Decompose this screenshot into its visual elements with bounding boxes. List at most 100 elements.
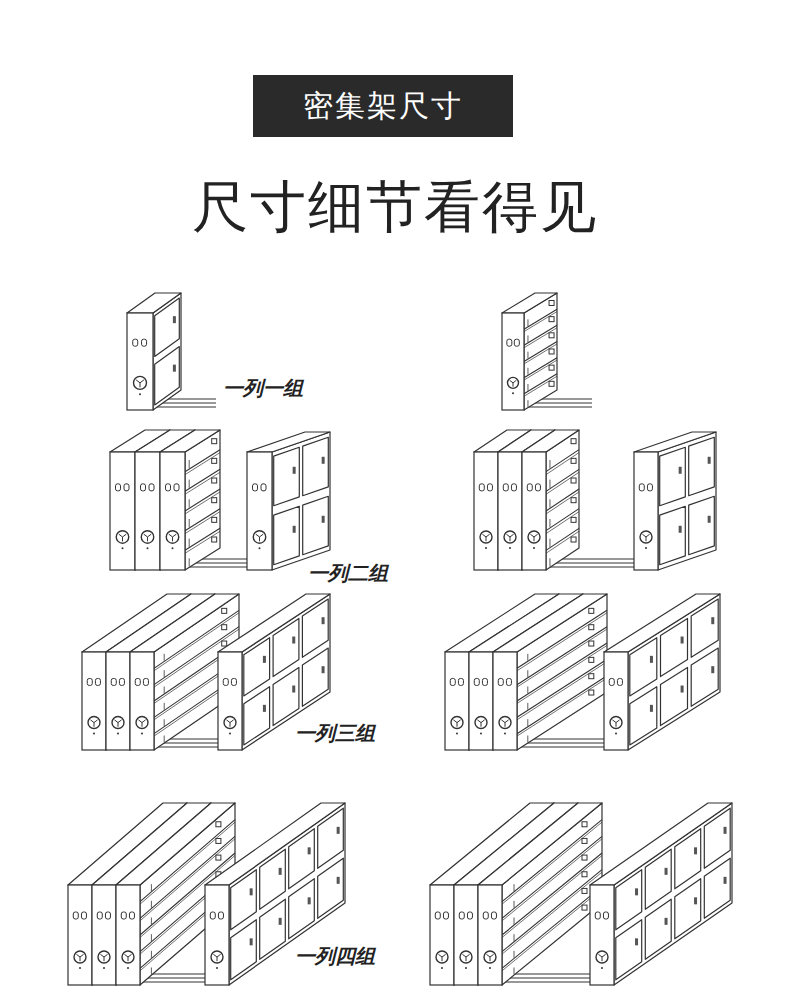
front-lock <box>467 912 472 919</box>
file-divider <box>151 901 152 908</box>
cabinet-door <box>244 638 270 696</box>
file-tag <box>549 317 554 322</box>
wheel-spoke <box>481 723 482 727</box>
file-divider <box>514 901 515 908</box>
front-lock <box>491 912 496 919</box>
wheel-spoke <box>486 534 490 537</box>
cabinet-door <box>303 437 329 495</box>
wheel-spoke <box>466 957 467 961</box>
front-lock <box>223 678 228 685</box>
door-handle <box>679 467 682 474</box>
floor-rail <box>546 562 646 563</box>
front-lock <box>81 912 86 919</box>
shelf-edge <box>517 645 607 703</box>
wheel-spoke <box>598 954 602 957</box>
wheel-spoke <box>602 957 603 961</box>
cabinet-door <box>244 687 270 745</box>
shelf-edge <box>185 472 220 494</box>
door-handle <box>711 617 714 624</box>
front-lock <box>116 484 121 491</box>
cabinet-door <box>155 298 180 356</box>
front-lock <box>483 912 488 919</box>
wheel-spoke <box>612 720 616 723</box>
wheel-spoke <box>510 537 511 541</box>
title-wrap: 尺寸细节看得见 <box>0 170 790 246</box>
cabinet-front <box>247 452 272 570</box>
hand-wheel <box>480 531 492 543</box>
cabinet-front <box>474 452 498 570</box>
door-handle <box>250 888 253 895</box>
front-lock <box>111 678 116 685</box>
door-handle <box>650 705 653 712</box>
cabinet-top <box>493 594 607 652</box>
hand-wheel <box>141 531 154 544</box>
shelf-line <box>185 509 220 531</box>
cabinet-top <box>130 594 239 652</box>
wheel-spoke <box>457 720 461 723</box>
shelf-edge <box>546 453 579 475</box>
cabinet-front <box>160 452 185 570</box>
wheel-spoke <box>128 957 129 961</box>
cabinet-top <box>502 293 557 313</box>
cabinet-front <box>205 885 229 985</box>
cabinet-door <box>318 858 344 918</box>
cabinet-front <box>68 885 92 985</box>
wheel-spoke <box>506 534 510 537</box>
cabinet-front <box>218 652 242 750</box>
shelf-line <box>502 886 602 968</box>
file-divider <box>549 519 550 527</box>
front-lock <box>143 678 148 685</box>
file-divider <box>549 499 550 507</box>
file-tag <box>571 517 576 522</box>
door-handle <box>263 705 266 712</box>
wheel-spoke <box>123 534 127 537</box>
door-handle <box>322 516 325 523</box>
cabinet-door <box>616 870 642 930</box>
shelf-edge <box>517 678 607 736</box>
front-lock <box>609 678 614 685</box>
cabinet-side <box>185 430 220 570</box>
cabinet-front <box>430 885 454 985</box>
front-lock <box>511 484 516 491</box>
shelf-line <box>546 528 579 550</box>
wheel-spoke <box>144 534 148 537</box>
front-lock <box>218 912 223 919</box>
page-title: 尺寸细节看得见 <box>192 174 598 239</box>
file-divider <box>189 499 190 507</box>
front-dot <box>117 733 119 735</box>
cabinet-top <box>116 803 235 885</box>
front-lock <box>142 339 147 346</box>
hand-wheel <box>484 951 496 963</box>
front-dot <box>103 967 105 969</box>
cabinet-door <box>660 447 686 505</box>
label-wrap: 一列三组 <box>292 720 378 747</box>
cabinet-door <box>691 599 718 657</box>
door-handle <box>292 686 295 693</box>
shelf-line <box>502 853 602 935</box>
label-wrap: 一列一组 <box>220 375 306 402</box>
file-divider <box>527 368 528 375</box>
wheel-spoke <box>80 957 81 961</box>
cabinet-door <box>704 808 730 868</box>
cabinet-door <box>616 920 642 980</box>
front-dot <box>601 967 603 969</box>
shelf-edge <box>502 872 602 954</box>
file-tag <box>222 625 227 630</box>
wheel-spoke <box>481 720 485 723</box>
front-lock <box>95 678 100 685</box>
door-handle <box>279 918 282 925</box>
wheel-spoke <box>169 534 173 537</box>
door-handle <box>293 467 296 474</box>
wheel-spoke <box>136 380 140 383</box>
door-handle <box>250 938 253 945</box>
front-lock <box>507 339 512 346</box>
banner-box: 密集架尺寸 <box>253 75 513 137</box>
hand-wheel <box>460 951 472 963</box>
file-tag <box>549 365 554 370</box>
cabinet-door <box>661 667 688 725</box>
shelf-line <box>502 820 602 902</box>
hand-wheel <box>224 717 236 729</box>
front-dot <box>441 967 443 969</box>
file-tag <box>571 498 576 503</box>
group-label: 一列二组 <box>305 561 391 585</box>
